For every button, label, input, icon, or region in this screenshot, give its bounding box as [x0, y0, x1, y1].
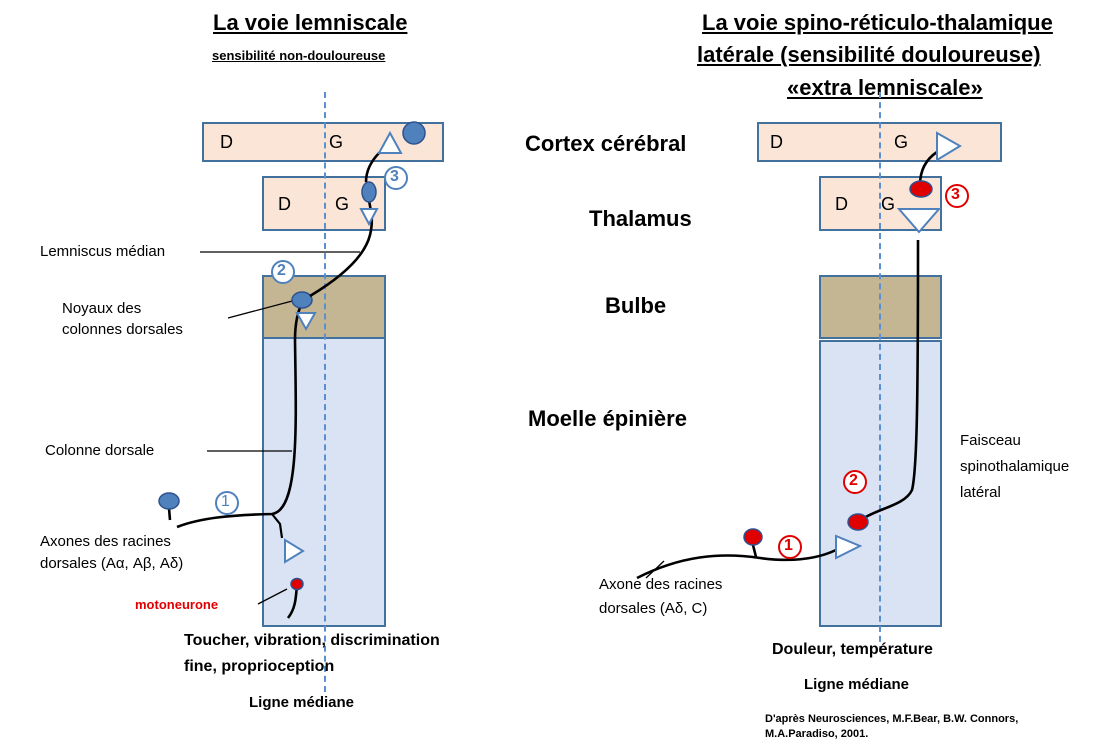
right-cortex-terminal: [936, 131, 962, 162]
left-cortex-terminal: [377, 130, 403, 154]
right-spinal-terminal: [835, 534, 863, 560]
left-thalamus-terminal: [359, 208, 379, 227]
right-step-1-number: 1: [784, 537, 793, 554]
left-motoneurone-cell: [290, 577, 304, 591]
region-thalamus: Thalamus: [589, 206, 692, 231]
left-thalamus-g: G: [335, 194, 350, 214]
left-bottom-line2: fine, proprioception: [184, 658, 335, 675]
label-colonne: Colonne dorsale: [45, 442, 155, 459]
left-step-2-circle: [271, 260, 295, 284]
left-thalamus-d: D: [278, 194, 291, 214]
right-title-line3: «extra lemniscale»: [787, 75, 983, 100]
left-step-1-number: 1: [221, 493, 230, 510]
label-noyaux-line2: colonnes dorsales: [62, 321, 183, 338]
right-step-2-number: 2: [849, 472, 858, 489]
left-subtitle: sensibilité non-douloureuse: [212, 48, 386, 63]
right-midline: [879, 92, 881, 652]
left-step-1-circle: [215, 491, 239, 515]
noyaux-leader-line: [227, 299, 297, 319]
region-bulbe: Bulbe: [605, 293, 667, 318]
right-midline-label: Ligne médiane: [804, 676, 910, 693]
motoneurone-leader-line: [257, 588, 288, 605]
right-thalamocortical-axon: [918, 150, 938, 186]
left-step-3-number: 3: [390, 168, 399, 185]
label-faisceau-line3: latéral: [960, 484, 1001, 501]
left-ganglion-stalk: [167, 507, 172, 521]
left-thalamocortical-axon: [364, 151, 381, 183]
label-lemniscus: Lemniscus médian: [40, 243, 166, 260]
right-primary-axon: [636, 548, 837, 580]
region-moelle: Moelle épinière: [528, 406, 687, 431]
left-bottom-line1: Toucher, vibration, discrimination: [184, 632, 440, 649]
right-step-3-circle: [945, 184, 969, 208]
left-ganglion-cell: [158, 492, 180, 510]
left-thalamus-cell: [361, 181, 377, 203]
right-cortex-g: G: [894, 132, 909, 152]
right-title-line1: La voie spino-réticulo-thalamique: [702, 10, 1053, 35]
left-bulbe-terminal: [295, 312, 317, 332]
right-thalamus-d: D: [835, 194, 848, 214]
left-step-3-circle: [384, 166, 408, 190]
credit-line2: M.A.Paradiso, 2001.: [765, 728, 869, 740]
label-axones-line2: dorsales (Aα, Aβ, Aδ): [40, 555, 184, 572]
left-step-2-number: 2: [277, 262, 286, 279]
label-axone-line1: Axone des racines: [599, 576, 723, 593]
right-step-2-circle: [843, 470, 867, 494]
right-spinothalamic-axon: [863, 239, 920, 520]
left-cortex-box: D G: [202, 122, 444, 162]
label-axones-line1: Axones des racines: [40, 533, 171, 550]
right-thalamus-g: G: [881, 194, 896, 214]
left-midline: [324, 92, 326, 692]
region-cortex: Cortex cérébral: [525, 131, 687, 156]
right-thalamus-cell: [909, 180, 933, 198]
label-motoneurone: motoneurone: [135, 597, 219, 612]
right-ganglion-cell: [743, 528, 763, 546]
label-axone-line2: dorsales (Aδ, C): [599, 600, 708, 617]
right-bottom-label: Douleur, température: [772, 641, 933, 658]
right-title-line2: latérale (sensibilité douloureuse): [697, 42, 1041, 67]
left-cortex-cell: [402, 121, 426, 145]
left-cortex-d: D: [220, 132, 233, 152]
label-faisceau-line2: spinothalamique: [960, 458, 1070, 475]
left-bulbe-nucleus: [291, 291, 313, 309]
left-primary-axon: [176, 301, 304, 529]
left-title: La voie lemniscale: [213, 10, 408, 35]
credit-line1: D'après Neurosciences, M.F.Bear, B.W. Co…: [765, 713, 1019, 725]
left-midline-label: Ligne médiane: [249, 694, 355, 711]
left-cortex-g: G: [329, 132, 344, 152]
label-faisceau-line1: Faisceau: [960, 432, 1021, 449]
right-ganglion-stalk: [751, 544, 758, 558]
right-cortex-d: D: [770, 132, 783, 152]
right-spinal-cell: [847, 513, 869, 531]
right-step-1-circle: [778, 535, 802, 559]
label-noyaux-line1: Noyaux des: [62, 300, 142, 317]
left-lemniscus-axon: [309, 189, 374, 298]
left-collateral: [271, 513, 284, 539]
right-thalamus-terminal: [896, 208, 942, 234]
left-collateral-terminal: [284, 538, 305, 564]
right-step-3-number: 3: [951, 186, 960, 203]
